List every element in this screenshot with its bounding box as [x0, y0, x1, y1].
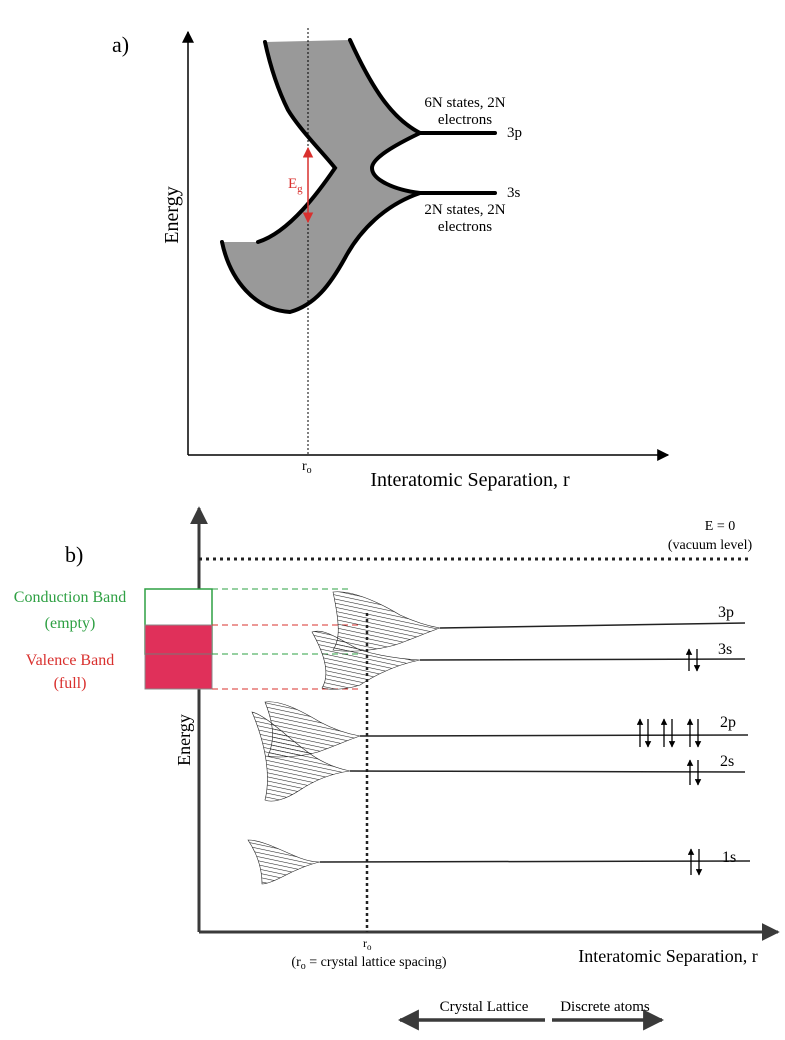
panel-b-level-3s: 3s — [718, 641, 732, 658]
panel-b-label: b) — [65, 542, 83, 567]
panel-b-level-1s: 1s — [722, 849, 736, 866]
panel-a-level-3s: 3s — [507, 185, 521, 201]
level-line-3p — [439, 622, 746, 629]
valence-band-label: Valence Band — [26, 652, 114, 669]
panel-a-states-3s-line2: electrons — [438, 219, 492, 235]
panel-a: a) Energy Interatomic Separation, r ro E… — [112, 28, 670, 491]
spin-arrows-3s — [685, 648, 701, 672]
discrete-atoms-label: Discrete atoms — [560, 999, 650, 1015]
spin-arrows-1s — [687, 848, 703, 876]
band-3s — [311, 630, 421, 690]
spin-arrows-2p — [636, 718, 702, 748]
panel-b-r0-label: ro — [363, 936, 372, 952]
spin-arrows-2s — [686, 759, 702, 786]
panel-b-level-2p: 2p — [720, 714, 736, 731]
panel-b-vacuum-line2: (vacuum level) — [668, 538, 753, 553]
panel-b-level-2s: 2s — [720, 753, 734, 770]
panel-a-states-3s-line1: 2N states, 2N — [424, 202, 505, 218]
panel-b-r0-note: (ro = crystal lattice spacing) — [291, 955, 447, 972]
band-3p — [332, 591, 441, 652]
panel-a-states-3p-line2: electrons — [438, 112, 492, 128]
panel-a-y-axis-label: Energy — [161, 186, 183, 243]
panel-b-vacuum-line1: E = 0 — [705, 519, 735, 534]
panel-a-r0-label: ro — [302, 459, 312, 476]
valence-band-sublabel: (full) — [54, 675, 87, 692]
band-2s — [251, 711, 351, 802]
panel-a-label: a) — [112, 32, 129, 57]
conduction-band-label: Conduction Band — [14, 589, 126, 606]
crystal-lattice-label: Crystal Lattice — [440, 999, 529, 1015]
panel-a-inner-edge — [369, 131, 422, 195]
panel-a-gap-label: Eg — [288, 176, 303, 195]
panel-b-x-axis-label: Interatomic Separation, r — [578, 946, 757, 966]
level-line-2p — [359, 734, 749, 737]
panel-a-x-axis-label: Interatomic Separation, r — [370, 469, 570, 491]
panel-b: b) Energy Interatomic Separation, r E = … — [14, 506, 780, 1031]
panel-a-band-region — [222, 40, 420, 312]
panel-a-states-3p-line1: 6N states, 2N — [424, 95, 505, 111]
panel-a-level-3p: 3p — [507, 125, 522, 141]
panel-a-lower-right-edge — [220, 191, 497, 315]
conduction-band-sublabel: (empty) — [45, 615, 96, 632]
panel-b-level-3p: 3p — [718, 604, 734, 621]
level-line-3s — [419, 658, 746, 661]
panel-a-upper-left-edge — [256, 40, 338, 244]
level-line-1s — [319, 860, 751, 863]
level-line-2s — [349, 770, 746, 773]
panel-b-y-axis-label: Energy — [174, 714, 194, 766]
band-1s — [247, 839, 321, 885]
valence-band-box — [144, 624, 213, 690]
panel-a-upper-right-edge — [348, 38, 497, 135]
